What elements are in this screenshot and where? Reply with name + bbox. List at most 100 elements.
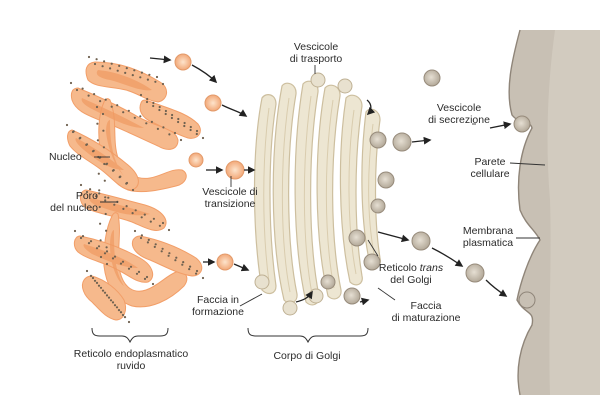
ribosome-dot — [162, 126, 165, 129]
secretory-vesicle — [370, 198, 386, 214]
ribosome-dot — [110, 62, 113, 65]
secretory-vesicle — [377, 171, 395, 189]
ribosome-dot — [96, 139, 99, 142]
ribosome-dot — [102, 129, 105, 132]
ribosome-dot — [113, 255, 117, 258]
secretory-vesicle — [363, 253, 381, 271]
transition-vesicle — [225, 160, 245, 180]
ribosome-dot — [109, 299, 113, 302]
ribosome-dot — [73, 229, 77, 233]
ribosome-dot — [92, 149, 95, 152]
ribosome-dot — [183, 124, 186, 128]
ribosome-dot — [99, 286, 103, 289]
label-vescicole-trasporto: Vescicole di trasporto — [289, 41, 343, 65]
ribosome-dot — [168, 252, 171, 255]
ribosome-dot — [69, 81, 73, 85]
transition-vesicle — [216, 253, 234, 271]
ribosome-dot — [116, 104, 119, 107]
ribosome-dot — [104, 199, 107, 202]
flow-arrows — [149, 55, 512, 306]
ribosome-dot — [75, 88, 79, 92]
ribosome-dot — [98, 192, 101, 195]
label-poro-del-nucleo: Poro del nucleo — [50, 190, 98, 214]
ribosome-dot — [152, 104, 155, 108]
ribosome-dot — [112, 169, 115, 172]
ribosome-dot — [174, 259, 177, 262]
ribosome-dot — [133, 229, 137, 233]
ribosome-dot — [87, 55, 91, 59]
ribosome-dot — [158, 108, 161, 112]
ribosome-dot — [134, 209, 137, 212]
transport-vesicle — [310, 72, 326, 88]
transition-vesicle — [188, 152, 204, 168]
ribosome-dot — [177, 117, 180, 121]
ribosome-dot — [175, 256, 178, 259]
ribosome-dot — [131, 188, 135, 192]
ribosome-dot — [110, 105, 113, 108]
ribosome-dot — [161, 247, 164, 250]
ribosome-dot — [177, 120, 180, 124]
ribosome-dot — [181, 263, 184, 266]
ribosome-dot — [127, 267, 131, 270]
ribosome-dot — [104, 98, 107, 101]
ribosome-dot — [104, 196, 107, 199]
ribosome-dot — [72, 130, 75, 133]
ribosome-dot — [95, 105, 99, 109]
secretory-vesicle — [411, 231, 431, 251]
ribosome-dot — [119, 175, 122, 178]
ribosome-dot — [103, 179, 106, 182]
ribosome-dot — [133, 69, 136, 72]
ribosome-dot — [131, 212, 134, 215]
ribosome-dot — [93, 279, 97, 282]
ribosome-dot — [150, 120, 153, 123]
cell-wall — [509, 30, 600, 395]
ribosome-dot — [111, 257, 115, 260]
ribosome-dot — [148, 73, 151, 76]
ribosome-dot — [168, 133, 171, 136]
ribosome-dot — [85, 190, 89, 194]
ribosome-dot — [139, 236, 143, 240]
ribosome-dot — [125, 205, 128, 208]
transition-vesicles — [174, 53, 245, 271]
secretory-vesicle — [343, 287, 361, 305]
ribosome-dot — [179, 138, 183, 142]
secretory-vesicle — [423, 69, 441, 87]
golgi-lumen — [263, 95, 375, 295]
ribosome-dot — [119, 262, 123, 265]
ribosome-dot — [89, 240, 93, 243]
ribosome-dot — [167, 228, 171, 232]
ribosome-dot — [146, 97, 149, 101]
ribosome-dot — [98, 205, 101, 209]
ribosome-dot — [103, 291, 107, 294]
ribosome-dot — [131, 74, 134, 77]
ribosome-dot — [145, 275, 149, 279]
ribosome-dot — [103, 162, 106, 166]
ribosome-dot — [154, 243, 157, 246]
ribosome-dot — [151, 282, 155, 286]
ribosome-dot — [91, 276, 95, 280]
secretory-vesicle — [320, 274, 336, 290]
ribosome-dot — [135, 272, 139, 275]
ribosome-dot — [147, 238, 150, 241]
ribosome-dot — [105, 250, 109, 253]
ribosome-dot — [87, 94, 90, 97]
label-nucleo: Nucleo — [49, 151, 82, 163]
ribosome-dot — [119, 311, 123, 314]
ribosome-dot — [152, 101, 155, 105]
ribosome-dot — [115, 306, 119, 309]
golgi-body — [253, 80, 381, 306]
ribosome-dot — [122, 207, 125, 210]
ribosome-dot — [152, 217, 155, 220]
ribosome-dot — [155, 75, 159, 79]
ribosome-dot — [65, 123, 69, 127]
ribosome-dot — [103, 252, 107, 255]
ribosome-dot — [201, 136, 205, 140]
ribosome-dot — [137, 270, 141, 273]
transition-vesicle — [204, 94, 222, 112]
ribosome-dot — [97, 284, 101, 287]
ribosome-dot — [195, 272, 198, 275]
ribosome-dot — [107, 296, 111, 299]
ribosome-dot — [81, 235, 85, 238]
ribosome-dot — [189, 265, 192, 268]
